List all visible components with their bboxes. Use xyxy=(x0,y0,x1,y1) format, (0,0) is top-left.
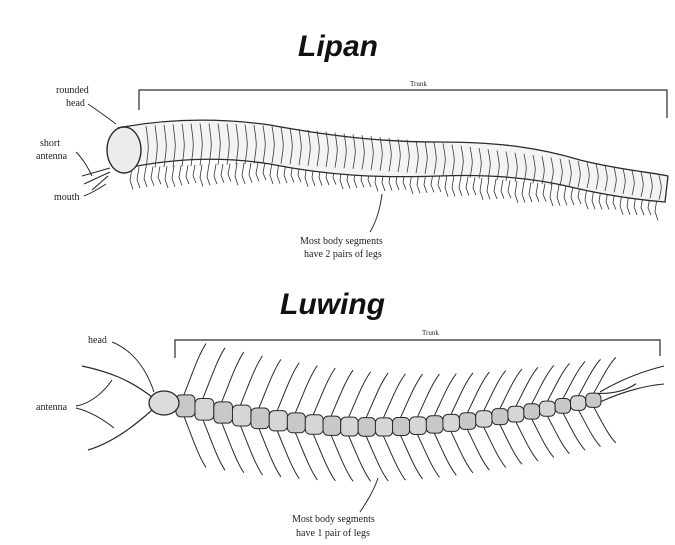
centipede-segment xyxy=(409,417,426,435)
millipede-antenna-label-2: antenna xyxy=(36,151,68,162)
centipede-segments-note-1: Most body segments xyxy=(292,514,375,525)
centipede-segment xyxy=(358,418,375,437)
centipede-segment xyxy=(476,411,492,427)
centipede-segment xyxy=(251,408,269,429)
centipede-head-label: head xyxy=(88,335,107,346)
millipede-segments-note-2: have 2 pairs of legs xyxy=(304,249,382,260)
centipede-segment xyxy=(492,409,508,425)
centipede-segment xyxy=(269,411,287,431)
millipede-title: Lipan xyxy=(298,30,378,63)
centipede-antenna-label: antenna xyxy=(36,402,68,413)
centipede-trunk-label: Trunk xyxy=(422,329,439,337)
centipede-segment xyxy=(341,417,359,436)
centipede-head xyxy=(149,391,179,415)
centipede-title: Luwing xyxy=(280,288,385,321)
centipede-segment xyxy=(287,413,305,433)
millipede-antenna-label-1: short xyxy=(40,138,60,149)
centipede-segment xyxy=(393,418,410,436)
millipede-head-label-2: head xyxy=(66,98,85,109)
millipede-segments-note-1: Most body segments xyxy=(300,236,383,247)
centipede-segment xyxy=(586,393,601,407)
centipede-segment xyxy=(323,416,341,435)
centipede-segment xyxy=(443,414,460,431)
centipede-segment xyxy=(459,413,475,430)
centipede-segment xyxy=(571,396,586,411)
centipede-segment xyxy=(305,415,323,435)
centipede-segment xyxy=(232,405,251,426)
millipede-head-label-1: rounded xyxy=(56,85,89,96)
centipede-segment xyxy=(540,401,556,416)
millipede-trunk-label: Trunk xyxy=(410,80,427,88)
centipede-segment xyxy=(195,398,214,420)
centipede-segment xyxy=(508,406,524,422)
millipede-mouth-label: mouth xyxy=(54,192,80,203)
centipede-segment xyxy=(375,418,392,436)
centipede-segment xyxy=(555,398,570,413)
centipede-segments-note-2: have 1 pair of legs xyxy=(296,528,370,539)
millipede-head xyxy=(107,127,141,173)
centipede-segment xyxy=(426,416,443,433)
centipede-segment xyxy=(214,402,233,423)
centipede-segment xyxy=(524,404,540,419)
